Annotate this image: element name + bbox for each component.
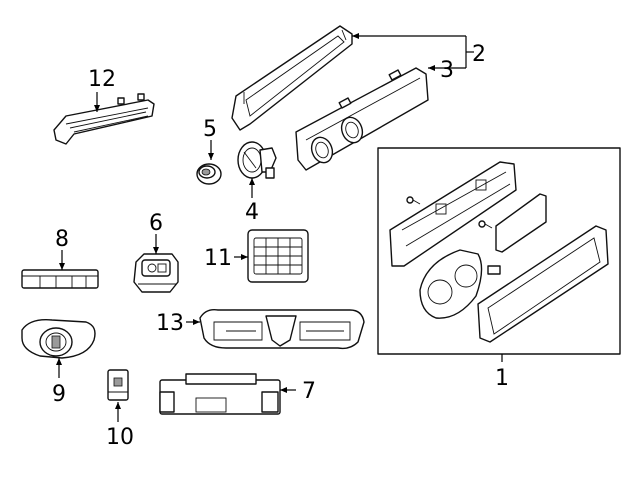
callout-label-13: 13: [156, 311, 184, 336]
part-1-assembly-box: [377, 147, 621, 355]
part-10-small-switch: [107, 369, 129, 401]
callout-label-10: 10: [106, 425, 134, 450]
callout-label-2: 2: [472, 42, 486, 67]
part-2-bezel-strip: [231, 25, 353, 131]
callout-label-7: 7: [302, 379, 316, 404]
callout-label-6: 6: [149, 211, 163, 236]
callout-label-12: 12: [88, 67, 116, 92]
callout-label-5: 5: [203, 117, 217, 142]
callout-label-11: 11: [204, 246, 232, 271]
part-8-switch-strip: [21, 269, 99, 289]
part-13-center-bezel: [199, 308, 365, 350]
part-9-start-button: [21, 319, 96, 359]
part-6-switch-module: [133, 253, 179, 293]
leader-lines: [56, 33, 503, 422]
part-11-vent-box: [247, 229, 309, 283]
callout-label-3: 3: [440, 58, 454, 83]
part-4-rotary-switch: [237, 141, 277, 179]
callout-label-9: 9: [52, 382, 66, 407]
callout-label-1: 1: [495, 366, 509, 391]
callout-label-8: 8: [55, 227, 69, 252]
part-12-grille-trim: [53, 93, 155, 145]
callout-labels: 2 3 12 5 4 6 8 11 13 9 10 7 1: [52, 42, 509, 450]
callout-label-4: 4: [245, 200, 259, 225]
part-3-dual-vent-panel: [295, 67, 429, 171]
part-7-lower-housing: [159, 373, 281, 415]
part-5-knob: [196, 163, 222, 185]
